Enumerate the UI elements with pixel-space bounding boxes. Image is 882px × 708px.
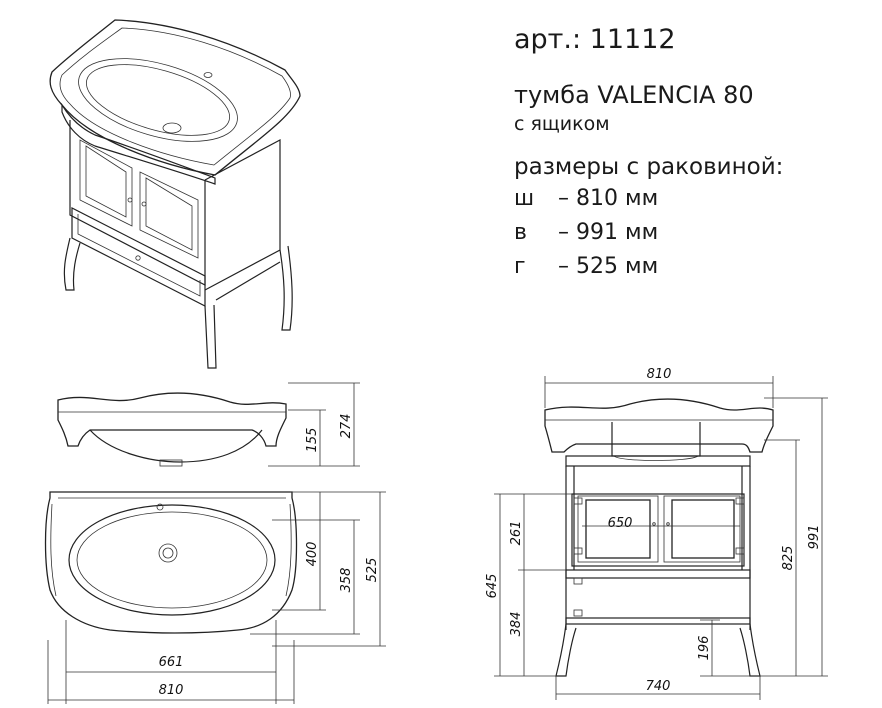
product-title: тумба VALENCIA 80 (514, 81, 754, 109)
dimension-key: ш (514, 186, 535, 211)
dim-label-650: 650 (608, 516, 633, 531)
dimension-key: г (514, 254, 526, 279)
dim-label-155: 155 (305, 428, 320, 453)
dim-label-991: 991 (807, 525, 822, 550)
article-number: арт.: 11112 (514, 24, 676, 55)
dim-label-645: 645 (485, 574, 500, 599)
side-view: 155 274 (57, 382, 360, 467)
dim-label-261: 261 (509, 521, 524, 546)
spec-panel: арт.: 11112 тумба VALENCIA 80 с ящиком р… (514, 22, 874, 284)
product-subtitle: с ящиком (514, 113, 610, 135)
dim-label-400: 400 (305, 542, 320, 567)
dim-label-274: 274 (339, 414, 354, 439)
dimension-key: в (514, 220, 527, 245)
top-view: 400 358 525 661 810 (44, 491, 386, 704)
dim-label-525: 525 (365, 558, 380, 583)
isometric-view (49, 19, 301, 369)
dim-label-740: 740 (646, 679, 671, 694)
dimension-value: – 525 мм (558, 254, 659, 279)
dim-label-810-top: 810 (159, 683, 184, 698)
dim-label-384: 384 (509, 612, 524, 637)
dimension-width: ш – 810 мм (514, 182, 874, 216)
dimension-height: в – 991 мм (514, 216, 874, 250)
dim-label-196: 196 (697, 636, 712, 661)
dimension-value: – 991 мм (558, 220, 659, 245)
front-view: 810 650 (485, 367, 828, 700)
dim-label-825: 825 (781, 546, 796, 571)
dim-label-661: 661 (159, 655, 184, 670)
dim-label-810-front: 810 (647, 367, 672, 382)
dimension-value: – 810 мм (558, 186, 659, 211)
dimension-depth: г – 525 мм (514, 250, 874, 284)
dimensions-heading: размеры с раковиной: (514, 154, 784, 180)
dim-label-358: 358 (339, 568, 354, 593)
